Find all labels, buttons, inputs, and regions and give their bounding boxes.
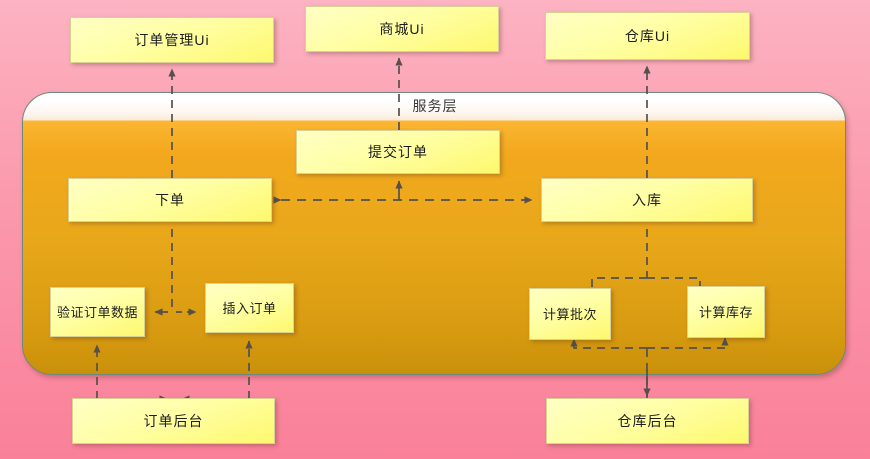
node-mall-ui[interactable]: 商城Ui bbox=[305, 6, 499, 52]
service-layer-title: 服务层 bbox=[412, 98, 458, 114]
node-calculate-batch[interactable]: 计算批次 bbox=[529, 288, 611, 340]
node-submit-order[interactable]: 提交订单 bbox=[296, 130, 500, 174]
node-validate-order-data[interactable]: 验证订单数据 bbox=[50, 287, 145, 337]
node-order-backend[interactable]: 订单后台 bbox=[72, 398, 275, 444]
node-calculate-stock[interactable]: 计算库存 bbox=[687, 286, 765, 338]
node-order-management-ui[interactable]: 订单管理Ui bbox=[70, 17, 274, 63]
node-warehouse-backend[interactable]: 仓库后台 bbox=[546, 398, 749, 444]
node-warehouse-ui[interactable]: 仓库Ui bbox=[545, 12, 750, 60]
node-place-order[interactable]: 下单 bbox=[68, 178, 272, 222]
node-stock-in[interactable]: 入库 bbox=[541, 178, 753, 222]
node-insert-order[interactable]: 插入订单 bbox=[205, 283, 294, 333]
